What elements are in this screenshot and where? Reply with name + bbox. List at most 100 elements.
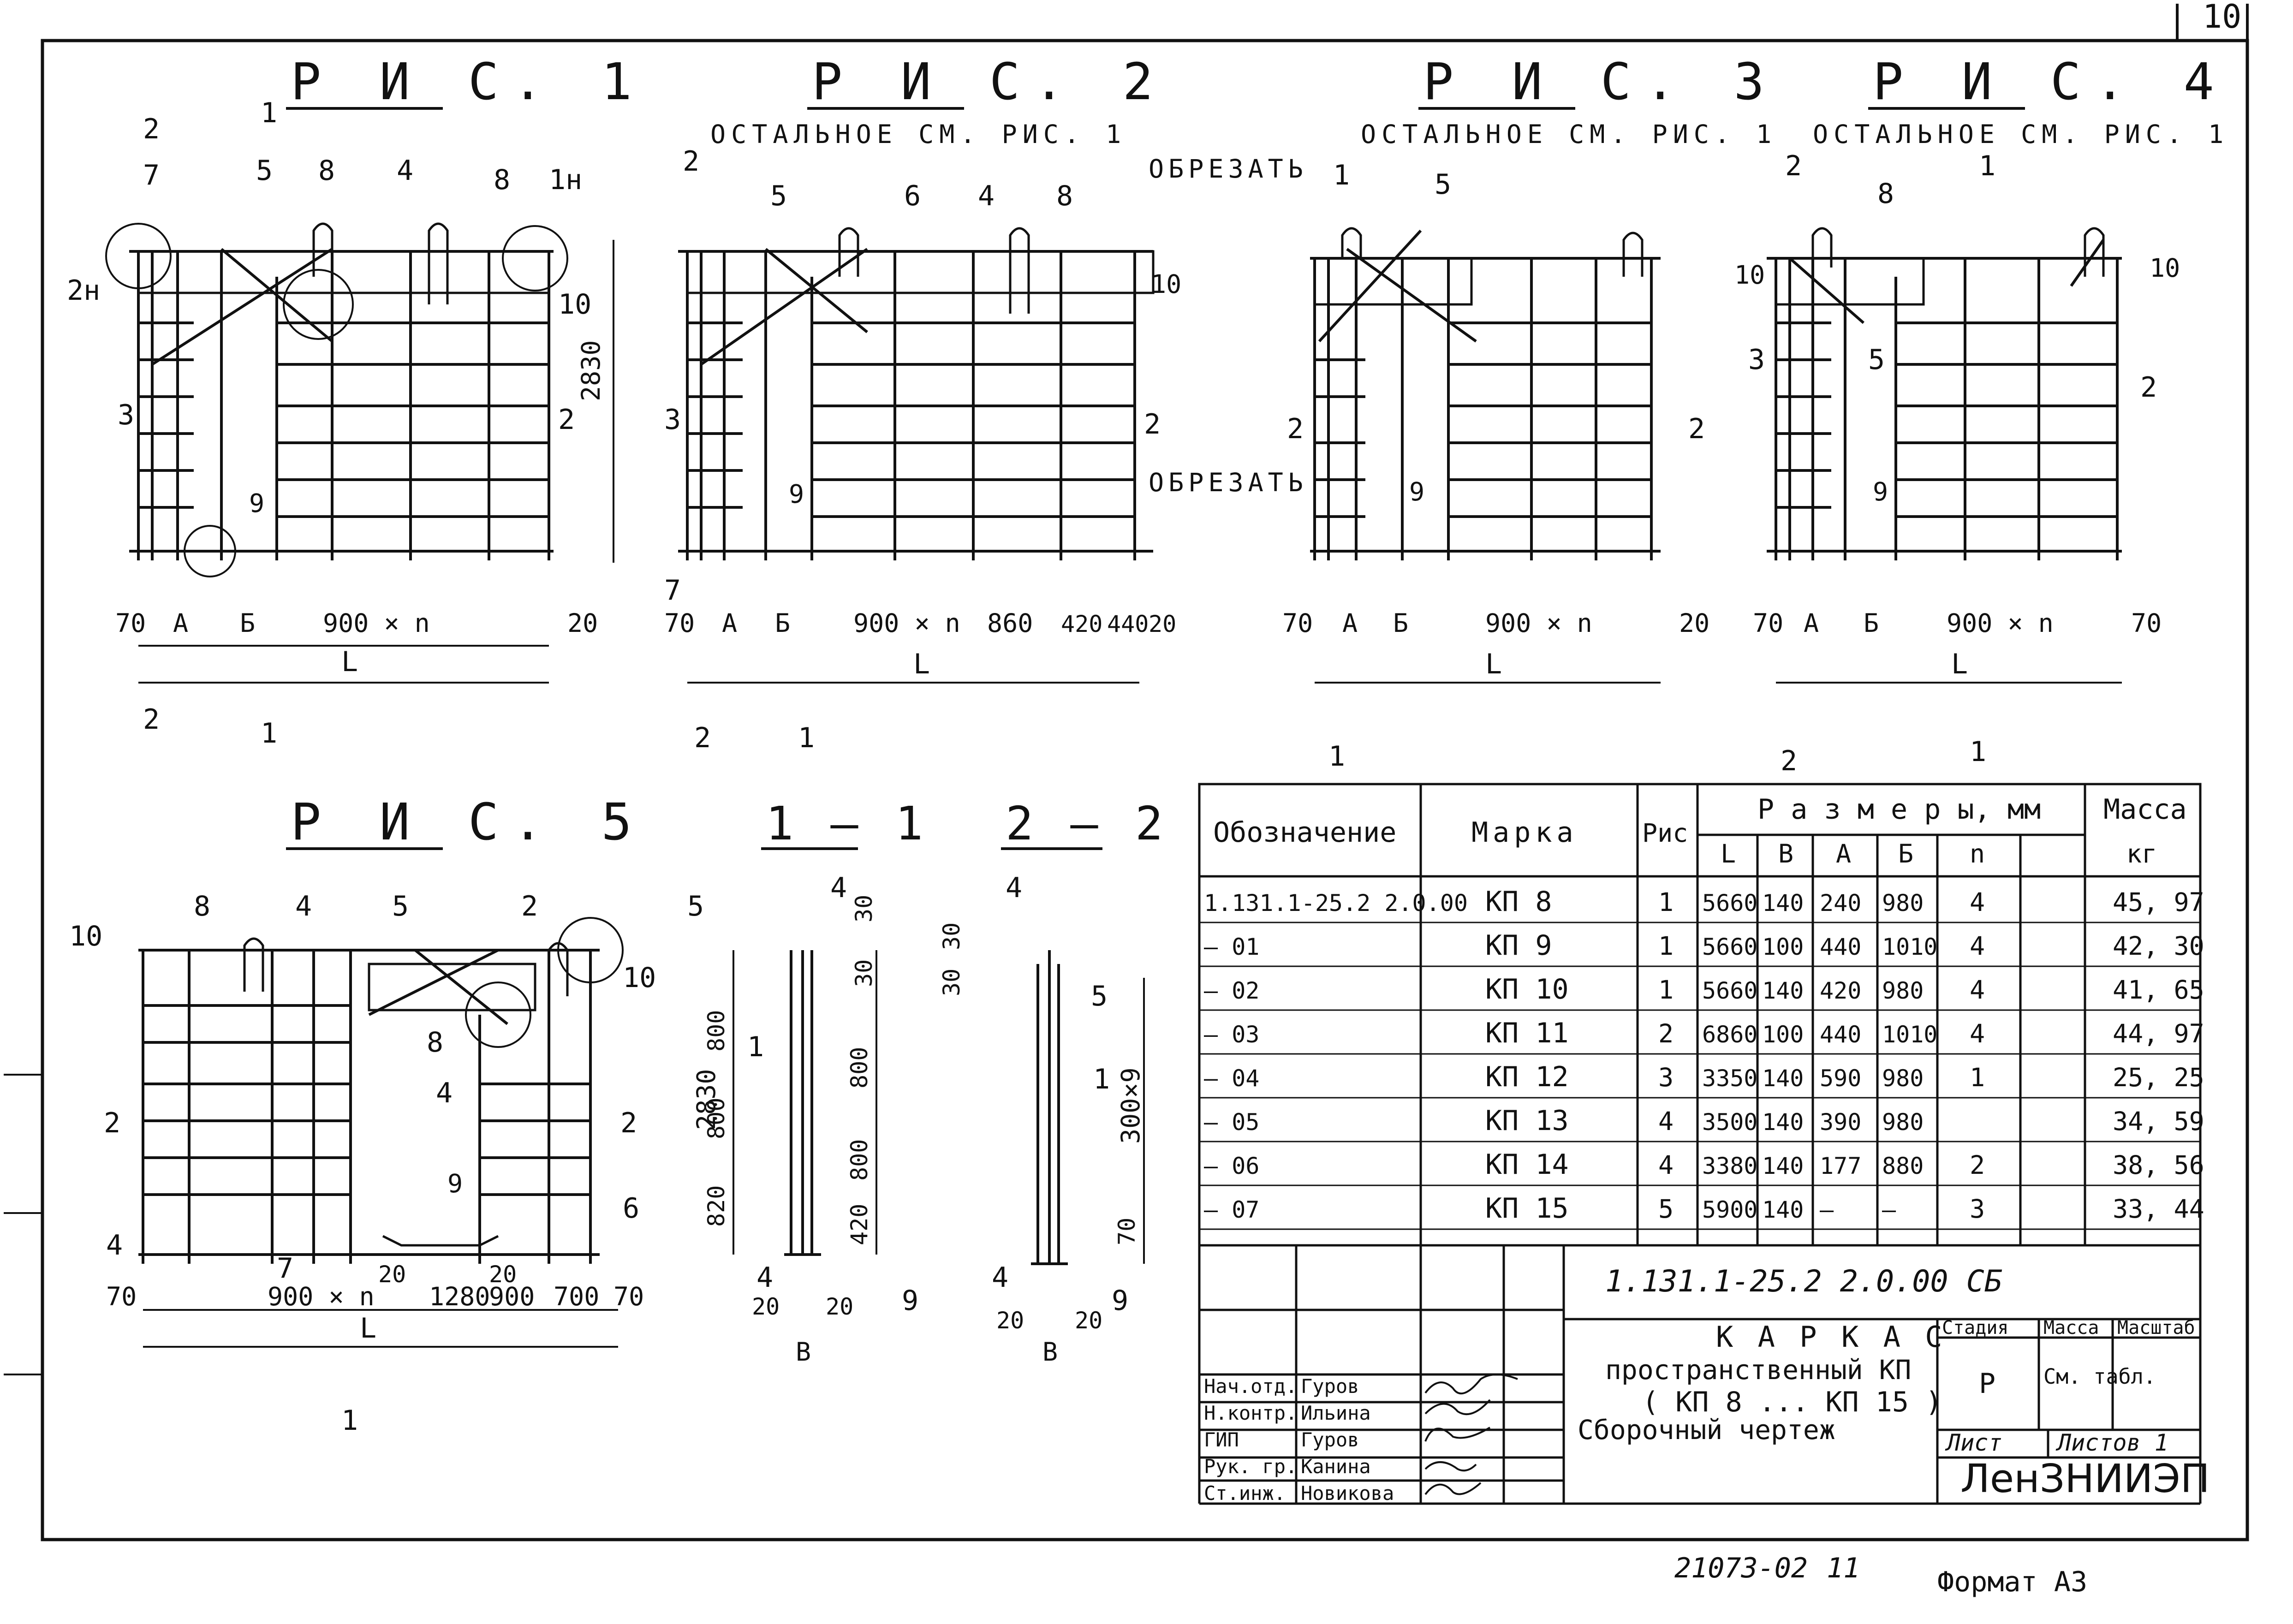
fig4-dim-70: 70: [1753, 608, 1783, 638]
figure-3-note: ОСТАЛЬНОЕ СМ. РИС. 1: [1361, 119, 1777, 149]
fig1-dim-b: Б: [240, 608, 255, 638]
table-cell-n: 4: [1970, 975, 1985, 1005]
stamp-sheet-header: Лист: [1945, 1429, 2002, 1456]
fig4-dim-70b: 70: [2131, 608, 2162, 638]
fig1-dim-l: L: [341, 646, 358, 678]
fig2-dim-860: 860: [987, 608, 1033, 638]
table-cell-fig: 1: [1658, 975, 1674, 1005]
table-cell-Bb: 1010: [1882, 934, 1937, 960]
table-cell-fig: 1: [1658, 931, 1674, 961]
fig4-dim-a: А: [1804, 608, 1819, 638]
fig3-dim-70: 70: [1282, 608, 1313, 638]
table-header-bb: Б: [1898, 839, 1913, 869]
table-cell-des: 1.131.1-25.2 2.0.00: [1204, 890, 1468, 916]
sec22-dim-300x9: 300×9: [1116, 1067, 1145, 1144]
fig1-dim-20: 20: [567, 608, 598, 638]
sheet-number: 10: [2203, 0, 2241, 36]
figure-1: Р И С. 1: [67, 52, 646, 750]
table-cell-n: 4: [1970, 887, 1985, 917]
fig3-mesh: [1310, 229, 1661, 560]
table-cell-B: 140: [1762, 890, 1804, 916]
table-header-b: В: [1778, 839, 1793, 869]
table-cell-des: — 02: [1204, 977, 1259, 1004]
fig1-mark-9: 9: [249, 488, 264, 518]
table-cell-B: 140: [1762, 1153, 1804, 1179]
stamp-title-1: К А Р К А С: [1716, 1320, 1946, 1354]
fig2-mark-2: 2: [683, 145, 699, 178]
table-cell-des: — 07: [1204, 1196, 1259, 1223]
section-2-2-title: 2 — 2: [1006, 797, 1167, 851]
sec22-mark-5: 5: [1091, 980, 1108, 1012]
fig4-mark-2b: 2: [2140, 371, 2157, 404]
table-header-a: А: [1836, 839, 1851, 869]
table-cell-mass: 33, 44: [2113, 1194, 2204, 1224]
sec22-mark-4b: 4: [992, 1261, 1008, 1294]
fig5-dim-70: 70: [106, 1282, 137, 1311]
sec11-dim-800b: 800: [703, 1098, 730, 1139]
stamp-role: Рук. гр.: [1204, 1455, 1297, 1478]
table-cell-mass: 38, 56: [2113, 1150, 2204, 1180]
fig5-dim-900: 900: [489, 1282, 535, 1311]
stamp-title-2: пространственный КП: [1605, 1354, 1911, 1386]
table-cell-des: — 04: [1204, 1065, 1259, 1092]
stamp-role: ГИП: [1204, 1428, 1239, 1451]
fig2-dim-420: 420: [1061, 611, 1102, 637]
stamp-mass: См. табл.: [2043, 1364, 2156, 1389]
stamp-name: Новикова: [1301, 1482, 1394, 1505]
sec22-mark-4: 4: [1006, 872, 1022, 904]
sec22-dim-30b: 30: [938, 969, 965, 996]
fig1-mark-2b: 2: [558, 404, 575, 436]
table-cell-mark: КП 9: [1485, 929, 1552, 962]
fig5-mark-2c: 2: [620, 1107, 637, 1139]
fig1-dim-2830: 2830: [576, 340, 606, 401]
table-cell-mark: КП 8: [1485, 886, 1552, 918]
fig5-mark-2b: 2: [104, 1107, 120, 1139]
fig5-mark-8: 8: [194, 890, 210, 922]
sec22-dim-20b: 20: [1075, 1307, 1102, 1334]
table-header-designation: Обозначение: [1213, 816, 1396, 849]
fig3-dim-l: L: [1485, 648, 1502, 680]
sec11-dim-30a: 30: [851, 959, 877, 987]
fig2-dim-a: А: [722, 608, 737, 638]
fig1-section-2: 2: [143, 703, 160, 736]
figure-1-title: Р И С. 1: [291, 52, 646, 111]
table-cell-L: 6860: [1702, 1021, 1757, 1048]
table-cell-des: — 03: [1204, 1021, 1259, 1048]
fig2-mark-5: 5: [770, 180, 787, 212]
table-cell-mark: КП 15: [1485, 1192, 1569, 1225]
fig2-dim-440: 440: [1107, 611, 1149, 637]
fig1-mark-4: 4: [397, 155, 413, 187]
stamp-role: Ст.инж.: [1204, 1482, 1286, 1505]
sec22-dim-70: 70: [1114, 1218, 1140, 1245]
fig2-mark-7: 7: [664, 574, 681, 607]
fig5-mark-6: 6: [623, 1192, 639, 1225]
table-cell-Bb: —: [1882, 1196, 1896, 1223]
table-cell-B: 100: [1762, 934, 1804, 960]
table-header-l: L: [1721, 839, 1736, 869]
table-cell-B: 100: [1762, 1021, 1804, 1048]
fig2-dim-900n: 900 × n: [853, 608, 960, 638]
table-cell-mark: КП 13: [1485, 1105, 1569, 1137]
section-1-1-title: 1 — 1: [766, 797, 928, 851]
stamp-mass-header: Масса: [2043, 1317, 2099, 1338]
fig1-dim-900n: 900 × n: [323, 608, 430, 638]
stamp-code: 1.131.1-25.2 2.0.00 СБ: [1605, 1264, 2002, 1299]
fig1-mark-8a: 8: [318, 155, 335, 187]
fig2-mark-8: 8: [1056, 180, 1073, 212]
sec11-dim-800c: 800: [846, 1047, 873, 1089]
fig4-mark-9: 9: [1873, 477, 1888, 506]
stamp-name: Гуров: [1301, 1375, 1359, 1398]
table-cell-mass: 42, 30: [2113, 931, 2204, 961]
fig1-mark-7: 7: [143, 159, 160, 191]
table-cell-L: 5660: [1702, 934, 1757, 960]
table-cell-L: 3350: [1702, 1065, 1757, 1092]
stamp-name: Ильина: [1301, 1402, 1371, 1424]
table-cell-mark: КП 10: [1485, 973, 1569, 1005]
sheet-format: Формат А3: [1937, 1566, 2087, 1598]
archive-number: 21073-02: [1674, 1552, 1808, 1584]
fig1-section-1: 1: [261, 717, 277, 750]
table-header-mass-unit: кг: [2126, 839, 2157, 869]
